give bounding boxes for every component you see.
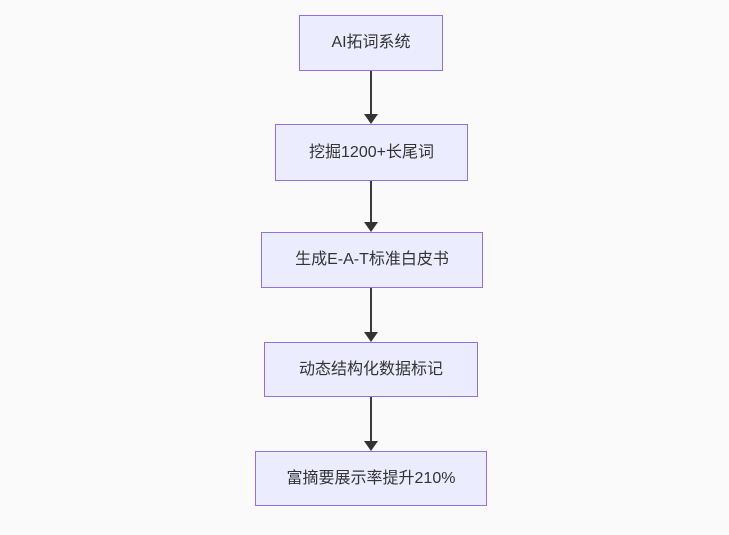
arrow-line [370, 288, 372, 332]
node-label: 富摘要展示率提升210% [286, 469, 456, 487]
node-label: AI拓词系统 [331, 34, 411, 52]
node-label: 挖掘1200+长尾词 [309, 143, 434, 161]
arrow-head-down-icon [364, 114, 378, 124]
flowchart-node-generate-eat-whitepaper: 生成E-A-T标准白皮书 [261, 232, 483, 288]
flow-arrow-1 [364, 71, 378, 124]
flowchart-node-ai-word-expansion-system: AI拓词系统 [299, 15, 443, 71]
arrow-head-down-icon [364, 441, 378, 451]
arrow-line [370, 397, 372, 441]
node-label: 生成E-A-T标准白皮书 [295, 251, 449, 269]
arrow-head-down-icon [364, 222, 378, 232]
arrow-line [370, 71, 372, 114]
arrow-line [370, 181, 372, 222]
node-label: 动态结构化数据标记 [298, 360, 443, 378]
flowchart-node-rich-snippet-rate-increase: 富摘要展示率提升210% [255, 451, 487, 506]
flow-arrow-4 [364, 397, 378, 451]
arrow-head-down-icon [364, 332, 378, 342]
flowchart-node-dynamic-structured-data-markup: 动态结构化数据标记 [264, 342, 478, 397]
flow-arrow-3 [364, 288, 378, 342]
flow-arrow-2 [364, 181, 378, 232]
flowchart-node-mine-longtail-keywords: 挖掘1200+长尾词 [275, 124, 468, 181]
